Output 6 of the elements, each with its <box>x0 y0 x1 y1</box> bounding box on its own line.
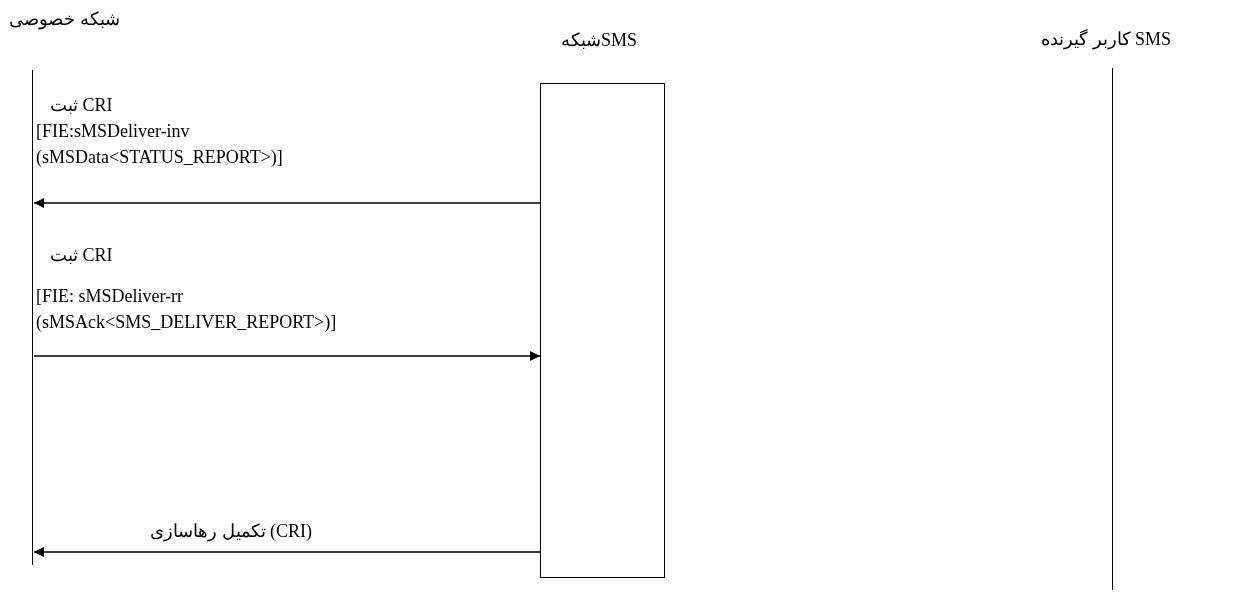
participant-label: شبکهSMS <box>561 29 638 51</box>
participant-label: شبکه خصوصی <box>9 8 120 30</box>
message-arrow <box>33 547 541 557</box>
message-arrow <box>33 198 541 208</box>
message-arrow <box>33 351 541 361</box>
participant-label: کاربر گیرنده SMS <box>1041 28 1172 50</box>
